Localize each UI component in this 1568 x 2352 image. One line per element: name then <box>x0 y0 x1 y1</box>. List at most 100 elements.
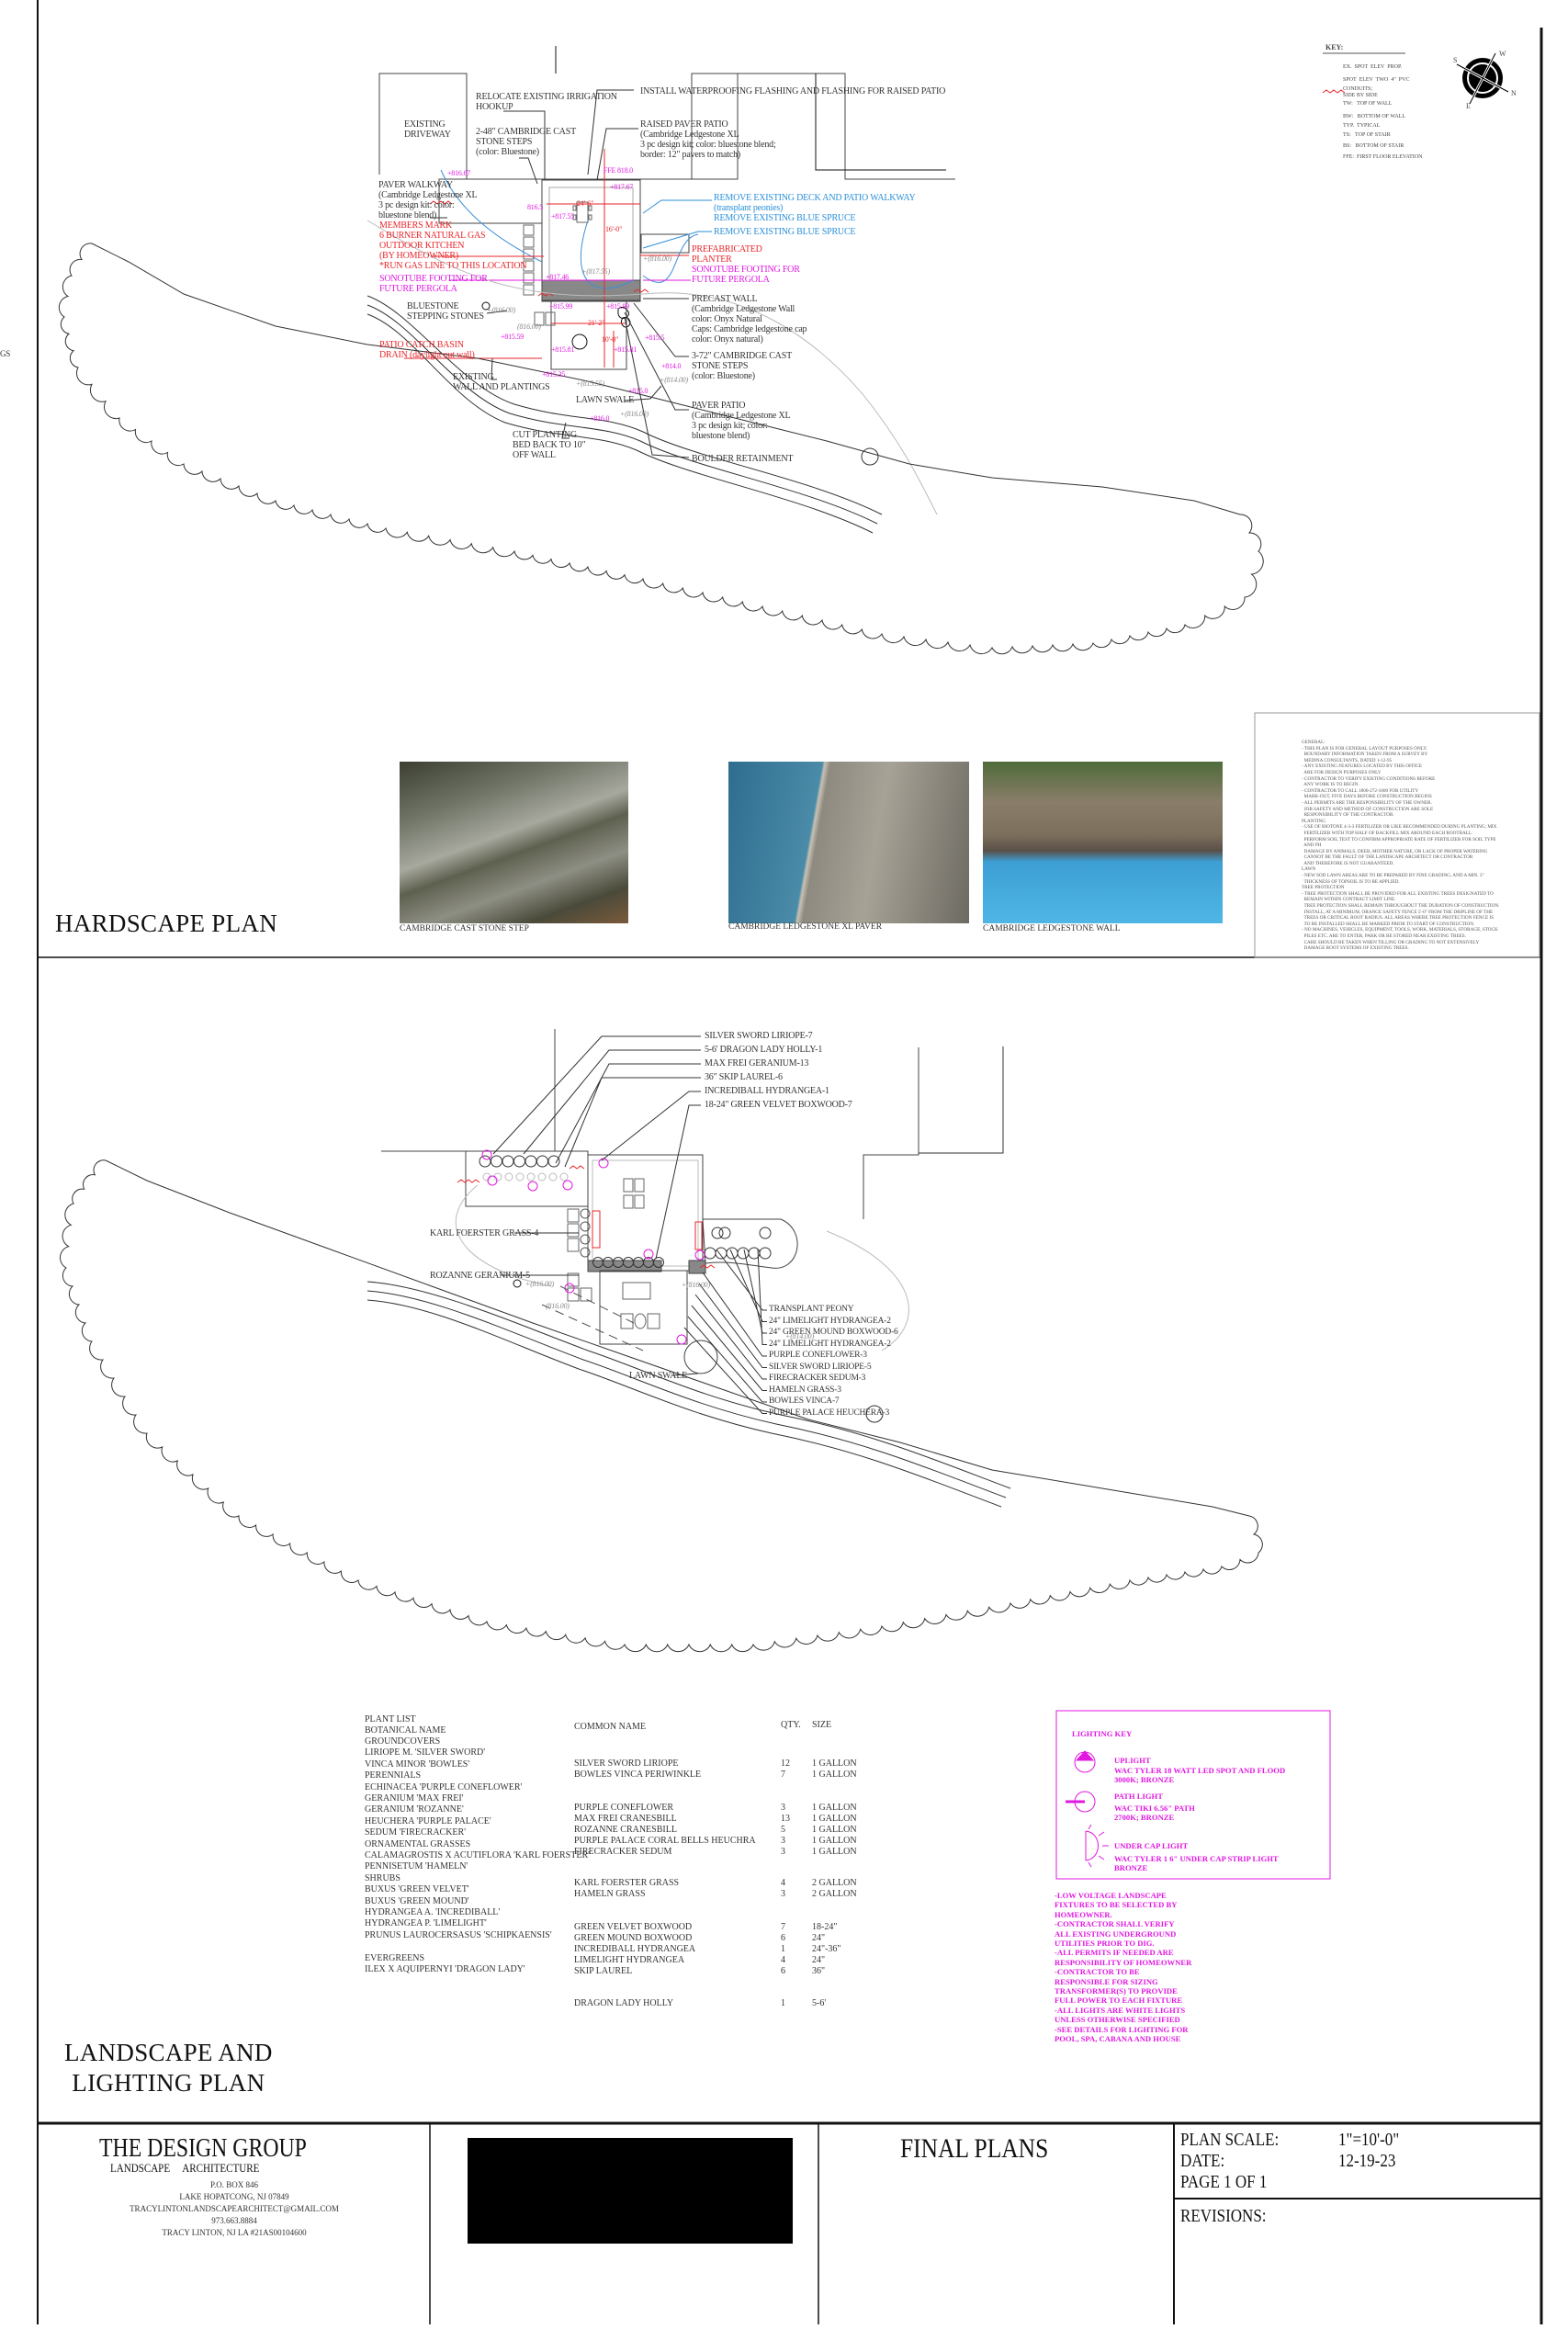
lighting-item-name: UPLIGHT <box>1114 1756 1151 1765</box>
plan-callout-label: PREFABRICATED PLANTER <box>692 244 762 265</box>
lighting-key-box <box>1055 1710 1331 1880</box>
tree-line-hardscape <box>58 243 1264 655</box>
photo-cast-stone-step <box>400 762 628 923</box>
plant-qty: 5 <box>781 1825 785 1835</box>
compass-s: S <box>1453 56 1458 64</box>
edge-text: GS <box>0 349 11 358</box>
botanical-name: SHRUBS <box>365 1872 400 1883</box>
spot-elevation: +816.67 <box>447 169 471 177</box>
botanical-name: GERANIUM 'ROZANNE' <box>365 1804 464 1815</box>
plan-callout-label: RAISED PAVER PATIO (Cambridge Ledgestone… <box>640 119 776 160</box>
compass-e: E <box>1466 102 1471 110</box>
hydrangea-symbol <box>718 1227 731 1239</box>
plant-callout: LAWN SWALE <box>629 1371 688 1381</box>
grass-symbol <box>580 1247 591 1258</box>
groundcover-symbol <box>493 1172 502 1182</box>
grass-symbol <box>580 1208 591 1219</box>
plan-callout-label: PAVER WALKWAY (Cambridge Ledgestone XL 3… <box>378 180 478 220</box>
plant-qty: 4 <box>781 1955 785 1965</box>
plant-qty: 3 <box>781 1847 785 1857</box>
boxwood-symbol <box>653 1257 664 1268</box>
light-fixture-symbol <box>481 1149 492 1160</box>
spot-elevation: +815.5 <box>645 334 665 342</box>
spot-elevation: +(816.00) <box>682 1281 710 1289</box>
plant-size: 24"-36" <box>812 1944 841 1954</box>
key-item: TS: TOP OF STAIR <box>1343 132 1391 138</box>
plan-callout-label: PRECAST WALL (Cambridge Ledgestone Wall … <box>692 294 807 345</box>
plan-callout-label: RELOCATE EXISTING IRRIGATION HOOKUP <box>476 92 617 112</box>
size-header: SIZE <box>812 1720 832 1730</box>
spot-elevation: +(816.00) <box>487 306 515 314</box>
common-header: COMMON NAME <box>574 1722 647 1732</box>
key-item: FFE: FIRST FLOOR ELEVATION <box>1343 154 1423 160</box>
plan-callout-label: PATIO CATCH BASIN DRAIN (daylight out wa… <box>379 340 475 360</box>
plan-scale-label: PLAN SCALE: <box>1180 2130 1280 2150</box>
redacted-logo <box>468 2138 793 2244</box>
plant-callout: INCREDIBALL HYDRANGEA-1 <box>705 1086 829 1096</box>
spot-elevation: FFE 818.0 <box>604 166 633 175</box>
spot-elevation: 24'-6" <box>577 199 594 208</box>
plant-size: 1 GALLON <box>812 1803 857 1813</box>
general-notes: GENERAL: - THIS PLAN IS FOR GENERAL LAYO… <box>1302 740 1500 952</box>
key-item: EX. SPOT ELEV PROP. <box>1343 64 1403 70</box>
plant-callout: 24" GREEN MOUND BOXWOOD-6 <box>769 1328 898 1337</box>
botanical-name: VINCA MINOR 'BOWLES' <box>365 1758 470 1770</box>
boxwood-symbol <box>759 1247 772 1260</box>
plant-callout: KARL FOERSTER GRASS-4 <box>430 1228 539 1238</box>
plant-callout: TRANSPLANT PEONY <box>769 1305 854 1314</box>
key-item: SPOT ELEV TWO 4" PVC <box>1343 77 1410 83</box>
spot-elevation: +(816.00) <box>620 410 649 418</box>
firm-license: TRACY LINTON, NJ LA #21AS00104600 <box>162 2228 307 2237</box>
plant-callout: 5-6' DRAGON LADY HOLLY-1 <box>705 1045 823 1055</box>
botanical-name: HYDRANGEA P. 'LIMELIGHT' <box>365 1918 487 1929</box>
shrub-symbol <box>491 1155 502 1168</box>
botanical-name: CALAMAGROSTIS X ACUTIFLORA 'KARL FOERSTE… <box>365 1850 590 1860</box>
plant-callout: 18-24" GREEN VELVET BOXWOOD-7 <box>705 1100 852 1110</box>
plant-size: 1 GALLON <box>812 1836 857 1846</box>
plan-callout-label: BLUESTONE STEPPING STONES <box>407 301 484 322</box>
plant-callout: SILVER SWORD LIRIOPE-7 <box>705 1031 813 1041</box>
page-number: PAGE 1 OF 1 <box>1180 2172 1268 2192</box>
date-label: DATE: <box>1180 2151 1225 2171</box>
under-cap-light-icon <box>1085 1824 1109 1868</box>
plan-scale-value: 1"=10'-0" <box>1338 2130 1400 2150</box>
botanical-name: HYDRANGEA A. 'INCREDIBALL' <box>365 1907 501 1917</box>
key-title: KEY: <box>1325 43 1344 51</box>
plant-callout: 36" SKIP LAUREL-6 <box>705 1072 783 1082</box>
light-fixture-symbol <box>694 1250 705 1261</box>
grass-symbol <box>580 1234 591 1245</box>
plant-callout: HAMELN GRASS-3 <box>769 1385 841 1395</box>
lighting-key-title: LIGHTING KEY <box>1072 1729 1133 1738</box>
plant-size: 1 GALLON <box>812 1814 857 1824</box>
photo-ledgestone-paver <box>728 762 969 923</box>
botanical-name: LIRIOPE M. 'SILVER SWORD' <box>365 1747 486 1758</box>
common-name: PURPLE CONEFLOWER <box>574 1803 674 1813</box>
light-fixture-symbol <box>562 1180 573 1191</box>
botanical-name: EVERGREENS <box>365 1952 424 1963</box>
date-value: 12-19-23 <box>1338 2151 1396 2171</box>
groundcover-symbol <box>482 1172 491 1182</box>
firm-phone: 973.663.8884 <box>211 2216 257 2225</box>
common-name: DRAGON LADY HOLLY <box>574 1998 674 2008</box>
spot-elevation: +815.99 <box>549 302 573 311</box>
compass-n: N <box>1511 89 1517 97</box>
botanical-name: BUXUS 'GREEN VELVET' <box>365 1884 469 1895</box>
spot-elevation: 10'-0" <box>602 335 619 344</box>
spot-elevation: +(814.00) <box>785 1332 814 1340</box>
landscape-plan-title: LANDSCAPE AND LIGHTING PLAN <box>64 2039 273 2097</box>
firm-email[interactable]: TRACYLINTONLANDSCAPEARCHITECT@GMAIL.COM <box>130 2204 339 2213</box>
botanical-name: PENNISETUM 'HAMELN' <box>365 1861 468 1872</box>
spot-elevation: +(814.00) <box>660 376 688 384</box>
plant-size: 24" <box>812 1955 826 1965</box>
plant-qty: 7 <box>781 1922 785 1932</box>
botanical-name: BUXUS 'GREEN MOUND' <box>365 1895 469 1906</box>
spot-elevation: (816.00) <box>517 322 541 331</box>
groundcover-symbol <box>504 1172 513 1182</box>
plant-size: 36" <box>812 1966 826 1976</box>
plan-callout-label: CUT PLANTING BED BACK TO 10" OFF WALL <box>513 430 586 460</box>
plant-callout: BOWLES VINCA-7 <box>769 1396 840 1406</box>
hardscape-plan-title: HARDSCAPE PLAN <box>55 910 277 937</box>
spot-elevation: +817.46 <box>546 273 570 281</box>
plant-size: 5-6' <box>812 1998 827 2008</box>
